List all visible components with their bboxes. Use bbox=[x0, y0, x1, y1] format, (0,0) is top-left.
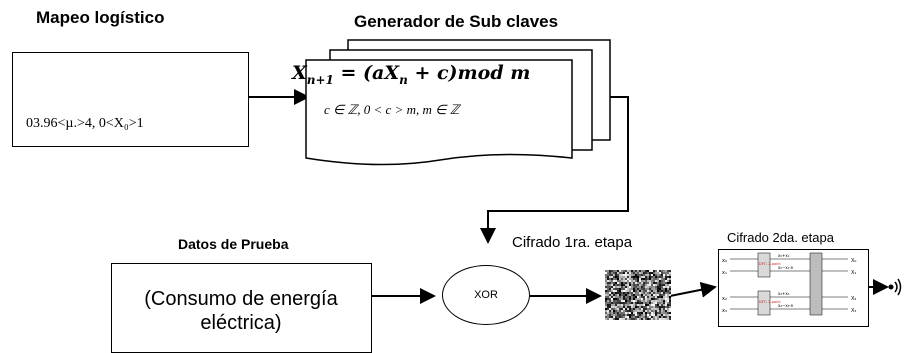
datos-text: (Consumo de energía eléctrica) bbox=[131, 287, 351, 335]
circuit-output-label: X₀ bbox=[851, 258, 856, 264]
dft-block bbox=[757, 252, 771, 278]
cifrado1-noise-block bbox=[605, 270, 671, 320]
circuit-input-label: x₀ bbox=[722, 258, 727, 264]
circuit-output-label: X₁ bbox=[851, 270, 856, 276]
signal-icon bbox=[888, 278, 902, 296]
arrow-generator-to-xor bbox=[480, 96, 629, 244]
datos-box bbox=[111, 263, 372, 353]
circuit-mid-label: x₂−x₃·e bbox=[778, 303, 794, 308]
circuit-input-label: x₂ bbox=[722, 296, 727, 302]
circuit-input-label: x₃ bbox=[722, 308, 727, 314]
circuit-mid-label: x₀−x₁·e bbox=[778, 265, 794, 270]
generator-equation: Xn+1 = (aXn + c)mod m bbox=[292, 62, 531, 87]
cifrado1-label: Cifrado 1ra. etapa bbox=[512, 234, 633, 251]
generator-constraint: c ∈ ℤ, 0 < c > m, m ∈ ℤ bbox=[324, 102, 460, 117]
permutation-block bbox=[809, 252, 823, 316]
dft-block bbox=[757, 290, 771, 316]
dft-block-label: DFT₂ 2-point bbox=[759, 300, 781, 304]
generator-page-front bbox=[305, 59, 573, 166]
circuit-input-label: x₁ bbox=[722, 270, 727, 276]
cifrado2-circuit: x₀ x₀+x₁ X₀ x₁ x₀−x₁·eX₁ x₂ x₂+x₃ X₂ x₃ x₂−x₃·eX₃… bbox=[722, 252, 856, 316]
datos-title: Datos de Prueba bbox=[178, 236, 289, 252]
cifrado2-box bbox=[718, 249, 869, 327]
mapeo-title: Mapeo logístico bbox=[36, 8, 165, 27]
datos-line2: eléctrica) bbox=[200, 312, 282, 334]
datos-line1: (Consumo de energía bbox=[144, 288, 338, 310]
generator-title: Generador de Sub claves bbox=[354, 12, 559, 31]
circuit-output-label: X₃ bbox=[851, 308, 856, 314]
circuit-output-label: X₂ bbox=[851, 296, 856, 302]
cifrado2-label: Cifrado 2da. etapa bbox=[727, 230, 834, 245]
mapeo-box bbox=[12, 52, 249, 147]
mapeo-condition: 03.96<µ.>4, 0<X₀>1 bbox=[26, 116, 144, 131]
arrow-stage1-to-stage2 bbox=[669, 281, 717, 298]
circuit-mid-label: x₂+x₃ bbox=[778, 291, 790, 296]
xor-node bbox=[442, 265, 530, 325]
xor-label: XOR bbox=[474, 289, 498, 301]
dft-block-label: DFT₂ 2-point bbox=[759, 262, 781, 266]
circuit-mid-label: x₀+x₁ bbox=[778, 253, 790, 258]
